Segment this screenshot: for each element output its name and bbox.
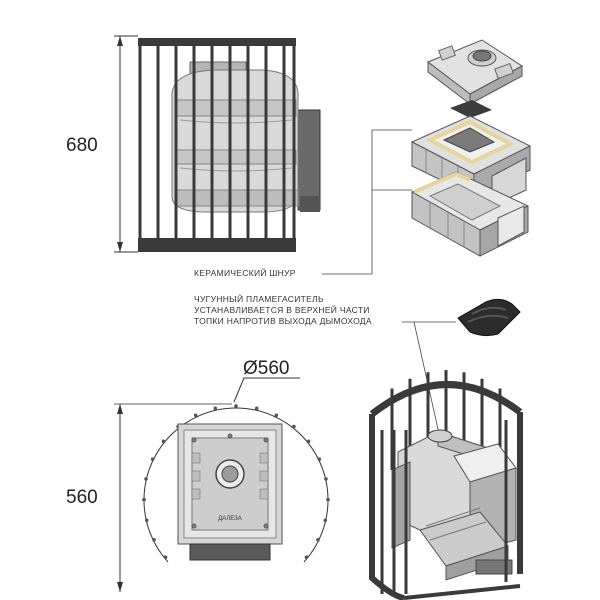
cage-bar-marker [317, 457, 322, 461]
plate-rib [191, 470, 201, 482]
front-cage-bars [138, 40, 296, 246]
top-view: 560 Ø560 ДАЛЕЗА [66, 358, 330, 592]
cage-bar-markers [142, 404, 330, 559]
plate-bolt [263, 437, 269, 443]
cage-bar-marker [324, 477, 328, 481]
width-dimension: 560 [66, 403, 232, 592]
stove-top-plate: ДАЛЕЗА [177, 423, 283, 561]
exploded-view [410, 39, 532, 337]
cage-bar-marker [254, 406, 259, 411]
plate-bolts [191, 433, 269, 529]
cage-bar [228, 40, 232, 246]
cage-bar-marker [144, 518, 149, 523]
cage-bar-marker [193, 413, 198, 418]
plate-rib [259, 452, 269, 464]
plate-rib [191, 452, 201, 464]
cage-bar [264, 40, 268, 246]
cage-bar-marker [150, 457, 155, 461]
plate-rib [259, 488, 269, 500]
height-dimension: 680 [66, 35, 138, 253]
cage-bar [246, 40, 250, 246]
iso-cage-front-bars [380, 420, 508, 594]
cage-bar [174, 40, 178, 246]
cage-bar-marker [152, 537, 156, 542]
plate-bolt [191, 437, 197, 443]
cage-bar-marker [144, 477, 148, 481]
cage-bar [282, 40, 286, 246]
height-label: 680 [66, 135, 98, 156]
cage-bar [138, 40, 142, 246]
cage-bar-marker [161, 439, 166, 444]
plate-rib [191, 488, 201, 500]
plate-bolt [227, 433, 233, 439]
lower-firebox-block [410, 171, 530, 257]
cage-bar [292, 40, 296, 246]
cage-bar-marker [306, 439, 311, 444]
cage-bar-marker [316, 537, 320, 542]
plate-bolt [191, 523, 197, 529]
plate-logo: ДАЛЕЗА [218, 516, 242, 522]
flame-arrester-label-2: УСТАНАВЛИВАЕТСЯ В ВЕРХНЕЙ ЧАСТИ [194, 304, 370, 315]
isometric-view [369, 370, 523, 600]
diameter-label: Ø560 [243, 358, 289, 379]
flame-arrester-label-3: ТОПКИ НАПРОТИВ ВЫХОДА ДЫМОХОДА [194, 316, 372, 326]
cage-bar-marker [274, 413, 279, 418]
cage-bar [156, 40, 160, 246]
cage-bar-marker [326, 497, 330, 502]
cage-bar-marker [304, 555, 309, 559]
width-label: 560 [66, 487, 98, 508]
cage-bar [192, 40, 196, 246]
cage-bar-marker [163, 555, 168, 559]
flame-arrester-plate [457, 298, 521, 337]
flame-arrester-label-1: ЧУГУННЫЙ ПЛАМЕГАСИТЕЛЬ [194, 293, 324, 304]
cage-bar-marker [213, 406, 218, 411]
plate-rib [259, 470, 269, 482]
front-view: 680 [66, 35, 321, 253]
top-cover [427, 39, 523, 106]
stove-body-front [171, 61, 299, 213]
cage-bar-marker [292, 424, 296, 429]
callouts: КЕРАМИЧЕСКИЙ ШНУР ЧУГУННЫЙ ПЛАМЕГАСИТЕЛЬ… [194, 129, 456, 439]
iso-stove-body [391, 429, 517, 581]
cage-bar-marker [234, 404, 238, 408]
plate-bolt [263, 523, 269, 529]
cage-bar-marker [323, 518, 328, 523]
cage-bar-marker [142, 497, 146, 502]
ceramic-cord-label: КЕРАМИЧЕСКИЙ ШНУР [194, 267, 296, 278]
cage-bar [210, 40, 214, 246]
